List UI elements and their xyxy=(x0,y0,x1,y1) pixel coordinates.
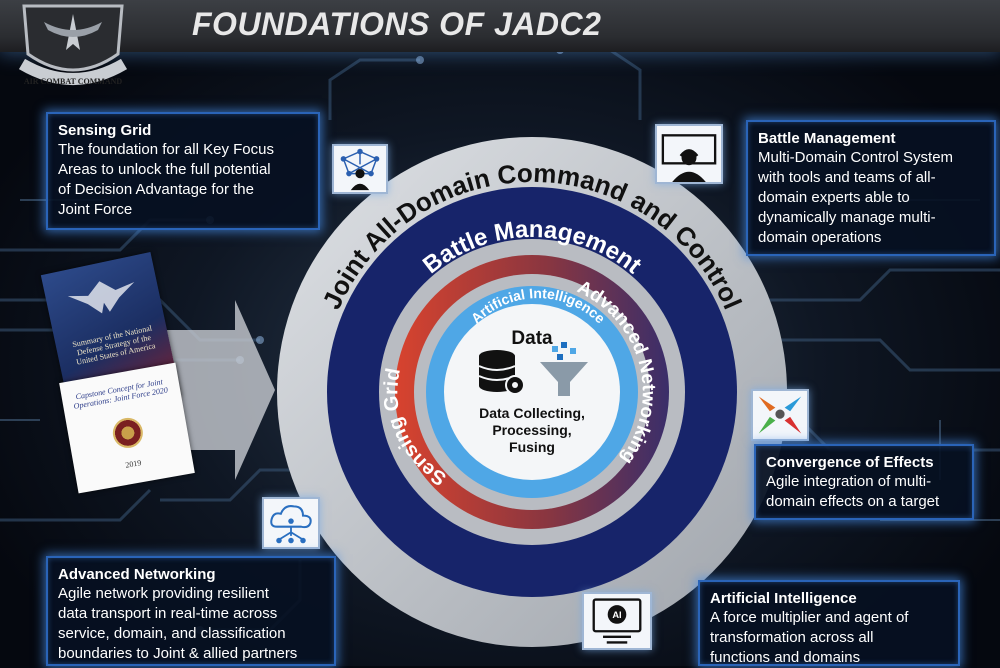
card-advanced-networking-line: Agile network providing resilient xyxy=(58,585,269,602)
card-sensing-grid-line: Areas to unlock the full potential xyxy=(58,161,271,178)
core-line-3: Fusing xyxy=(509,439,555,455)
card-battle-management-line: dynamically manage multi- xyxy=(758,209,936,226)
page-title: FOUNDATIONS OF JADC2 xyxy=(192,6,602,42)
artificial-intelligence-tile: AI xyxy=(582,592,652,650)
ai-monitor-icon: AI xyxy=(592,598,642,644)
core-title: Data xyxy=(511,328,553,349)
eagle-icon xyxy=(67,281,135,314)
funnel-icon xyxy=(540,342,588,396)
core-line-1: Data Collecting, xyxy=(479,405,585,421)
database-gear-icon xyxy=(478,350,525,395)
card-battle-management-line: domain experts able to xyxy=(758,189,910,206)
convergence-tile xyxy=(751,389,809,441)
network-person-icon xyxy=(340,148,380,191)
card-advanced-networking-line: data transport in real-time across xyxy=(58,605,278,622)
card-convergence-line: Agile integration of multi- xyxy=(766,473,932,490)
title-bar xyxy=(0,0,1000,52)
card-battle-management-line: with tools and teams of all- xyxy=(758,169,936,186)
card-ai-line: A force multiplier and agent of xyxy=(710,609,909,626)
card-artificial-intelligence: Artificial Intelligence A force multipli… xyxy=(698,580,960,666)
card-advanced-networking: Advanced Networking Agile network provid… xyxy=(46,556,336,666)
nds-document: Summary of the National Defense Strategy… xyxy=(40,251,182,421)
card-sensing-grid-line: The foundation for all Key Focus xyxy=(58,141,274,158)
card-advanced-networking-title: Advanced Networking xyxy=(58,566,216,583)
card-sensing-grid-line: of Decision Advantage for the xyxy=(58,181,254,198)
card-battle-management-line: domain operations xyxy=(758,229,882,246)
battle-management-tile xyxy=(655,124,723,184)
card-convergence-of-effects: Convergence of Effects Agile integration… xyxy=(754,444,974,520)
card-convergence-title: Convergence of Effects xyxy=(766,454,934,471)
card-ai-line: transformation across all xyxy=(710,629,874,646)
card-advanced-networking-line: boundaries to Joint & allied partners xyxy=(58,645,298,662)
emblem-text: AIR COMBAT COMMAND xyxy=(24,77,123,86)
card-sensing-grid-line: Joint Force xyxy=(58,201,133,218)
card-battle-management-title: Battle Management xyxy=(758,130,896,147)
card-advanced-networking-line: service, domain, and classification xyxy=(58,625,286,642)
sensing-grid-tile xyxy=(332,144,388,194)
card-sensing-grid-title: Sensing Grid xyxy=(58,122,152,139)
convergence-arrows-icon xyxy=(758,396,802,434)
card-ai-title: Artificial Intelligence xyxy=(710,590,857,607)
advanced-networking-tile xyxy=(262,497,320,549)
air-combat-command-emblem: AIR COMBAT COMMAND xyxy=(14,0,132,90)
core-line-2: Processing, xyxy=(492,422,571,438)
svg-text:AI: AI xyxy=(612,610,621,620)
card-sensing-grid: Sensing Grid The foundation for all Key … xyxy=(46,112,320,230)
operator-monitor-icon xyxy=(661,134,717,182)
card-battle-management: Battle Management Multi-Domain Control S… xyxy=(746,120,996,256)
card-battle-management-line: Multi-Domain Control System xyxy=(758,149,954,166)
cloud-network-icon xyxy=(270,505,312,544)
card-convergence-line: domain effects on a target xyxy=(766,493,940,510)
shield-icon xyxy=(18,4,128,85)
card-ai-line: functions and domains xyxy=(710,649,861,666)
